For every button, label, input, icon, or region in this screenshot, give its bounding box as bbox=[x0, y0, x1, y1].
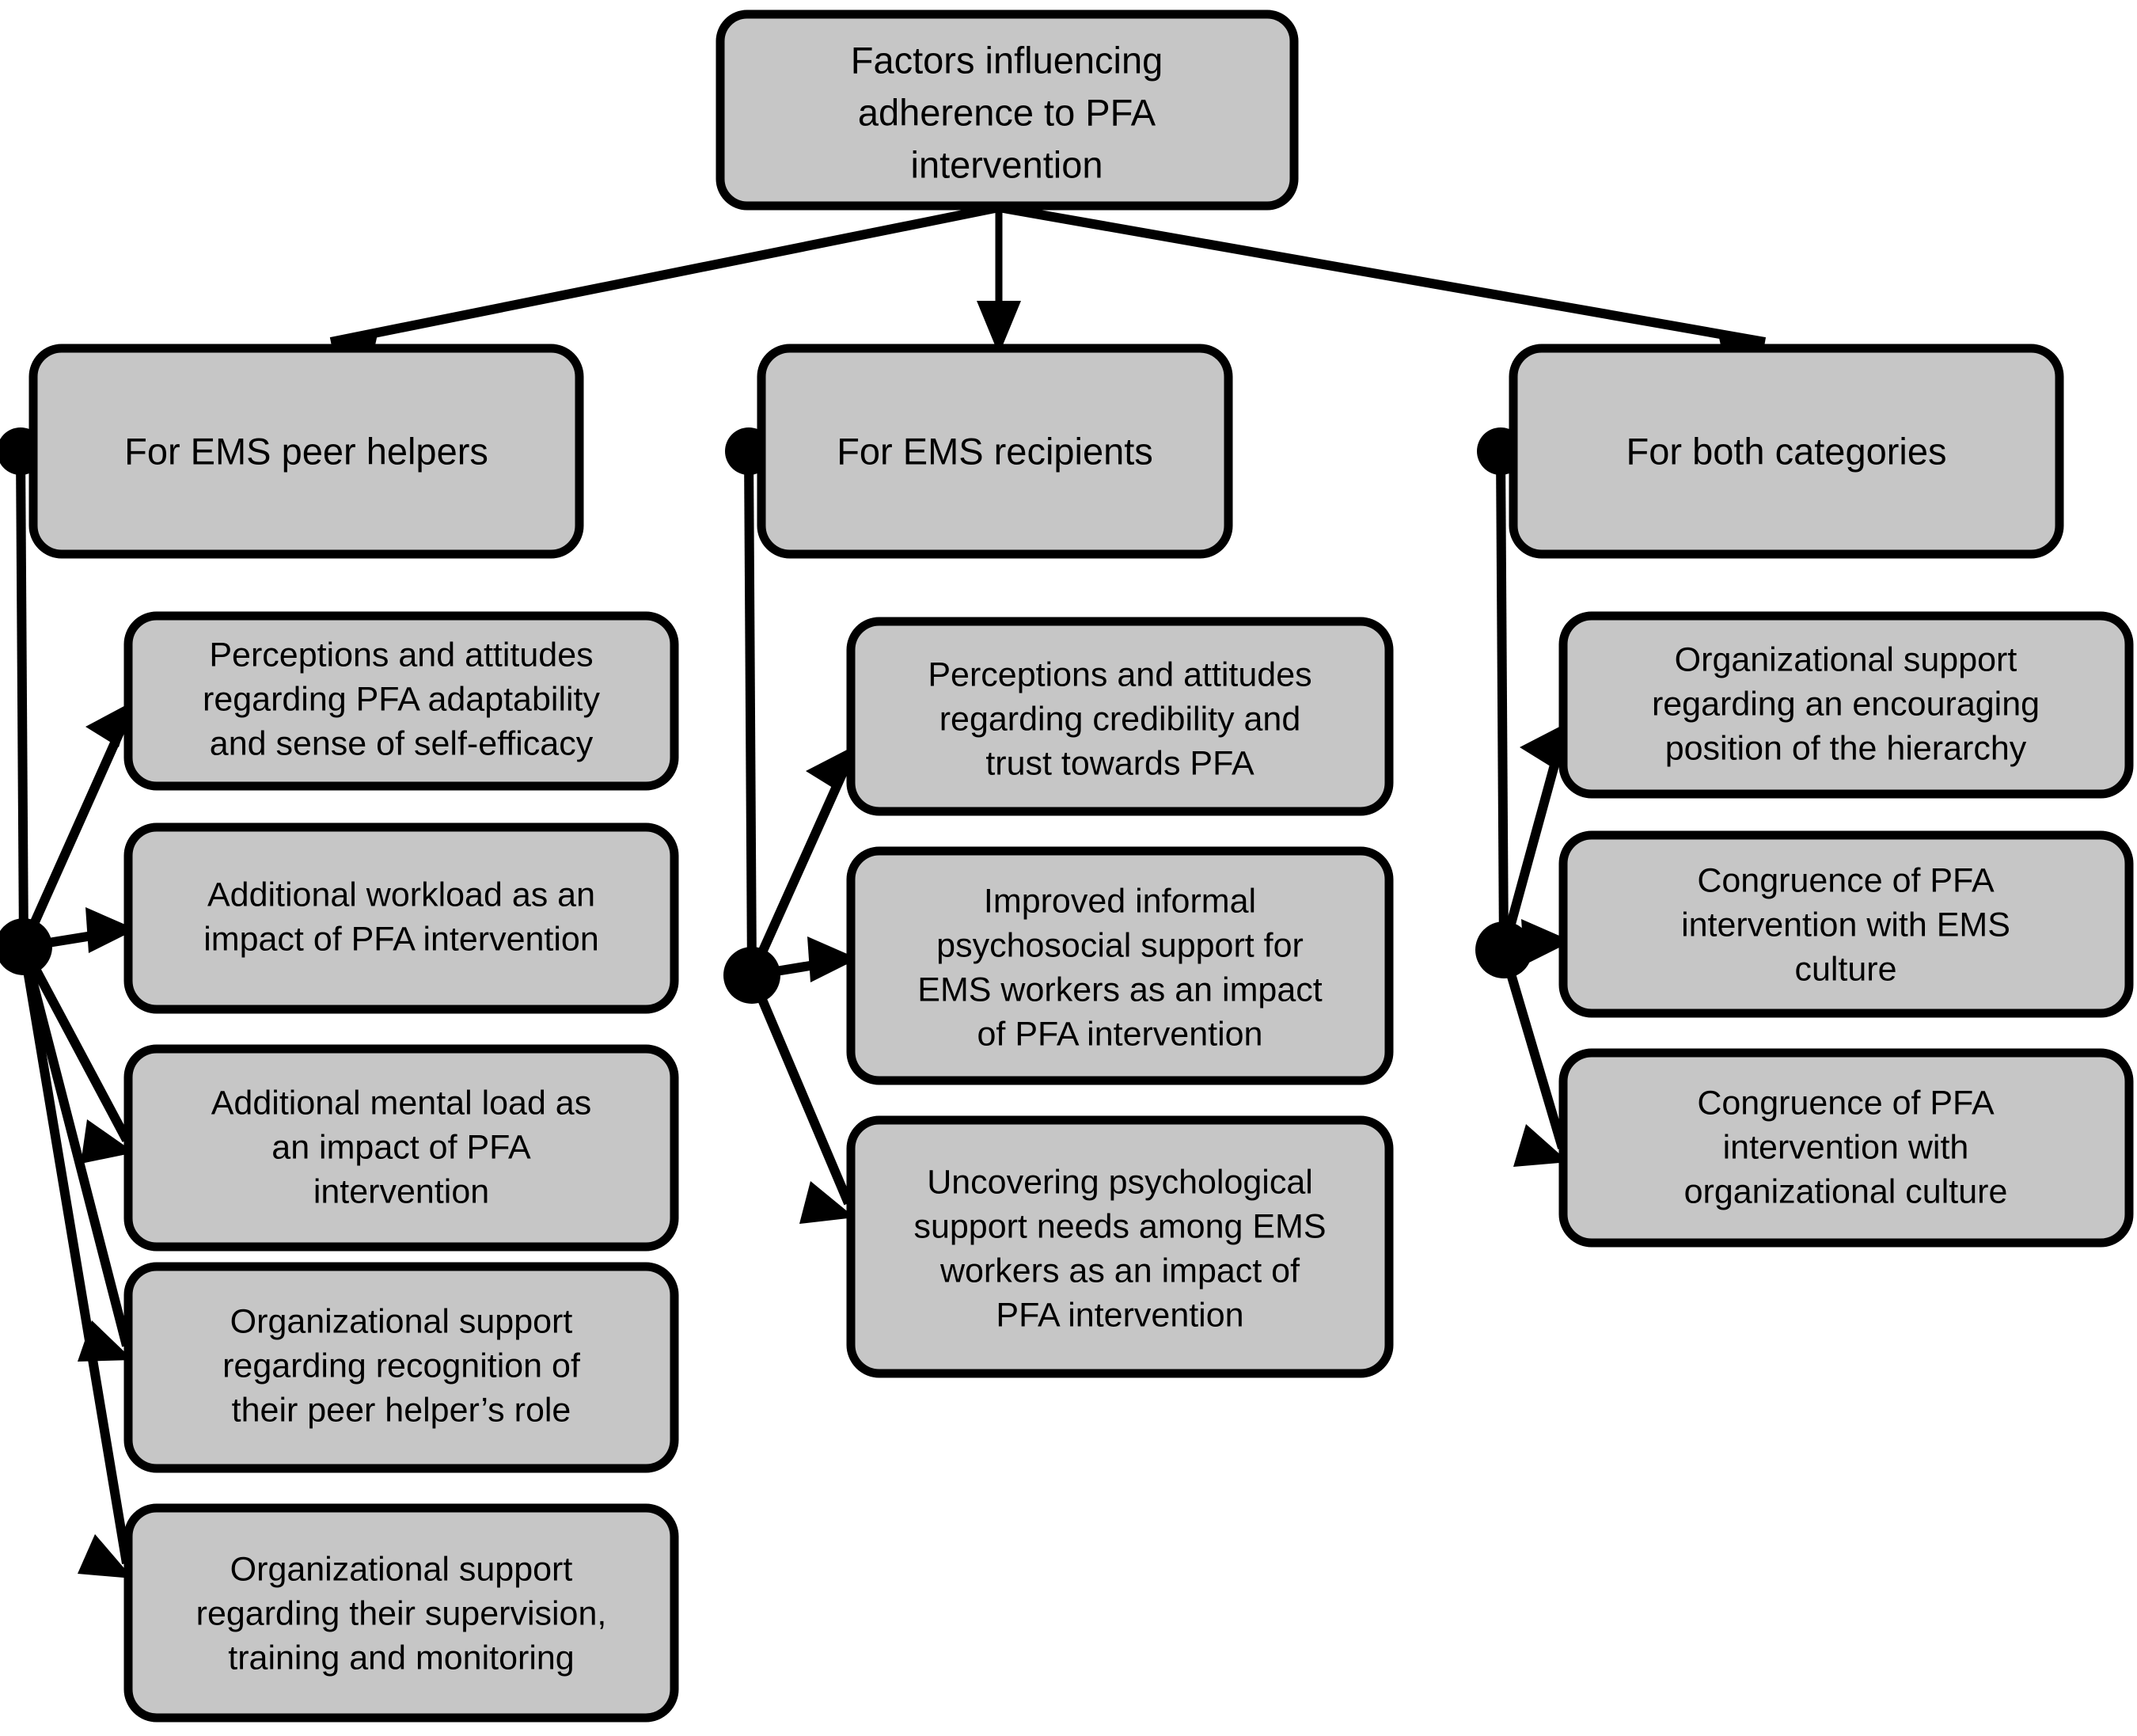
arrowhead-cat3-leaf1 bbox=[1520, 722, 1569, 768]
arrowhead-cat1-leaf3 bbox=[81, 1119, 135, 1164]
edge-root-to-cat3 bbox=[997, 203, 1767, 347]
leaf-1-1-box[interactable] bbox=[123, 611, 679, 791]
leaf-3-2-line-1: Congruence of PFA bbox=[1697, 861, 1995, 899]
leaf-2-2-line-2: psychosocial support for bbox=[936, 926, 1304, 964]
leaf-3-1-line-2: regarding an encouraging bbox=[1652, 685, 2040, 723]
leaf-2-3-line-2: support needs among EMS bbox=[913, 1207, 1326, 1245]
node-leaf-org-support-recognition[interactable]: Organizational support regarding recogni… bbox=[123, 1262, 679, 1473]
leaf-3-3-line-1: Congruence of PFA bbox=[1697, 1084, 1995, 1122]
node-leaf-org-support-supervision[interactable]: Organizational support regarding their s… bbox=[123, 1503, 679, 1723]
edge-cat1-leaf5 bbox=[19, 946, 131, 1564]
leaf-1-1-line-3: and sense of self-efficacy bbox=[210, 724, 594, 762]
node-root[interactable]: Factors influencing adherence to PFA int… bbox=[715, 9, 1299, 211]
node-leaf-improved-informal-support[interactable]: Improved informal psychosocial support f… bbox=[846, 846, 1394, 1085]
leaf-3-2-line-2: intervention with EMS bbox=[1681, 906, 2010, 944]
leaf-1-4-box[interactable] bbox=[123, 1262, 679, 1473]
arrowhead-cat1-leaf5 bbox=[78, 1534, 133, 1578]
node-cat-ems-recipients[interactable]: For EMS recipients bbox=[757, 344, 1233, 559]
leaf-3-3-line-2: intervention with bbox=[1723, 1128, 1969, 1166]
node-leaf-congruence-ems-culture[interactable]: Congruence of PFA intervention with EMS … bbox=[1558, 830, 2134, 1018]
leaf-1-2-box[interactable] bbox=[123, 822, 679, 1014]
leaf-2-3-box[interactable] bbox=[846, 1115, 1394, 1378]
leaf-1-4-line-2: regarding recognition of bbox=[222, 1347, 581, 1385]
leaf-2-3-line-1: Uncovering psychological bbox=[927, 1163, 1313, 1201]
leaf-3-2-box[interactable] bbox=[1558, 830, 2134, 1018]
node-leaf-uncovering-needs[interactable]: Uncovering psychological support needs a… bbox=[846, 1115, 1394, 1378]
leaf-1-1-line-1: Perceptions and attitudes bbox=[209, 636, 593, 674]
node-leaf-perceptions-adaptability[interactable]: Perceptions and attitudes regarding PFA … bbox=[123, 611, 679, 791]
edge-cat3-spine bbox=[1496, 450, 1509, 951]
node-leaf-congruence-org-culture[interactable]: Congruence of PFA intervention with orga… bbox=[1558, 1048, 2134, 1248]
edge-cat1-leaf3 bbox=[19, 944, 131, 1142]
leaf-1-5-box[interactable] bbox=[123, 1503, 679, 1723]
arrowhead-root-to-cat2 bbox=[977, 301, 1021, 355]
root-box[interactable] bbox=[715, 9, 1299, 211]
leaf-1-1-line-2: regarding PFA adaptability bbox=[203, 680, 600, 718]
arrowhead-cat3-leaf3 bbox=[1513, 1124, 1569, 1167]
edge-cat2-leaf3 bbox=[747, 973, 853, 1206]
leaf-2-1-line-2: regarding credibility and bbox=[939, 700, 1301, 738]
root-label-line-3: intervention bbox=[911, 143, 1103, 185]
leaf-1-3-box[interactable] bbox=[123, 1044, 679, 1252]
node-cat-both-categories[interactable]: For both categories bbox=[1509, 344, 2064, 559]
leaf-1-5-line-3: training and monitoring bbox=[228, 1639, 574, 1677]
leaf-2-2-box[interactable] bbox=[846, 846, 1394, 1085]
leaf-3-1-box[interactable] bbox=[1558, 611, 2134, 799]
arrowhead-cat2-leaf1 bbox=[806, 746, 855, 792]
leaf-2-3-line-3: workers as an impact of bbox=[939, 1252, 1300, 1290]
node-cat-ems-peer-helpers[interactable]: For EMS peer helpers bbox=[28, 344, 584, 559]
node-leaf-additional-workload[interactable]: Additional workload as an impact of PFA … bbox=[123, 822, 679, 1014]
cat1-label: For EMS peer helpers bbox=[124, 430, 488, 472]
leaf-1-3-line-1: Additional mental load as bbox=[211, 1084, 591, 1122]
leaf-1-5-line-1: Organizational support bbox=[230, 1550, 573, 1588]
edge-cat3-leaf3 bbox=[1499, 948, 1567, 1149]
cat2-label: For EMS recipients bbox=[837, 430, 1153, 472]
edge-cat1-spine bbox=[16, 450, 28, 948]
arrowhead-cat1-leaf1 bbox=[85, 701, 133, 747]
cat1-box[interactable] bbox=[28, 344, 584, 559]
leaf-1-2-line-2: impact of PFA intervention bbox=[203, 920, 599, 958]
root-label-line-2: adherence to PFA bbox=[858, 91, 1156, 133]
leaf-2-3-line-4: PFA intervention bbox=[996, 1296, 1243, 1334]
edge-cat3-leaf1 bbox=[1499, 735, 1567, 952]
arrowhead-cat1-leaf2 bbox=[85, 907, 136, 953]
leaf-2-1-line-3: trust towards PFA bbox=[985, 744, 1254, 782]
edge-cat2-leaf1 bbox=[747, 758, 853, 978]
leaf-3-1-line-3: position of the hierarchy bbox=[1665, 729, 2027, 767]
arrowhead-cat3-leaf2 bbox=[1521, 919, 1572, 965]
leaf-3-1-line-1: Organizational support bbox=[1675, 640, 2017, 678]
edge-cat1-leaf4 bbox=[19, 945, 131, 1347]
leaf-2-2-line-3: EMS workers as an impact bbox=[917, 971, 1322, 1009]
leaf-2-1-box[interactable] bbox=[846, 617, 1394, 816]
leaf-1-3-line-2: an impact of PFA bbox=[271, 1128, 531, 1166]
node-leaf-additional-mental-load[interactable]: Additional mental load as an impact of P… bbox=[123, 1044, 679, 1252]
leaf-3-3-box[interactable] bbox=[1558, 1048, 2134, 1248]
cat3-box[interactable] bbox=[1509, 344, 2064, 559]
leaf-2-1-line-1: Perceptions and attitudes bbox=[928, 655, 1311, 693]
leaf-1-4-line-3: their peer helper’s role bbox=[232, 1391, 571, 1429]
leaf-2-2-line-4: of PFA intervention bbox=[977, 1015, 1263, 1053]
root-label-line-1: Factors influencing bbox=[851, 39, 1163, 81]
leaf-1-4-line-1: Organizational support bbox=[230, 1302, 573, 1340]
leaf-3-2-line-3: culture bbox=[1794, 950, 1896, 988]
cat3-label: For both categories bbox=[1626, 430, 1947, 472]
node-leaf-perceptions-credibility[interactable]: Perceptions and attitudes regarding cred… bbox=[846, 617, 1394, 816]
edge-root-to-cat1 bbox=[329, 203, 1000, 347]
leaf-1-5-line-2: regarding their supervision, bbox=[196, 1594, 607, 1632]
node-leaf-org-support-hierarchy[interactable]: Organizational support regarding an enco… bbox=[1558, 611, 2134, 799]
column1-edges bbox=[0, 427, 136, 1578]
column3-edges bbox=[1475, 427, 1572, 1167]
arrowhead-cat2-leaf3 bbox=[799, 1181, 855, 1224]
arrowhead-cat2-leaf2 bbox=[807, 936, 858, 982]
leaf-2-2-line-1: Improved informal bbox=[984, 882, 1256, 920]
leaf-3-3-line-3: organizational culture bbox=[1684, 1172, 2008, 1210]
edge-cat1-leaf1 bbox=[19, 714, 131, 949]
connector-layer bbox=[0, 203, 1767, 1578]
leaf-1-3-line-3: intervention bbox=[313, 1172, 489, 1210]
cat2-box[interactable] bbox=[757, 344, 1233, 559]
leaf-1-2-line-1: Additional workload as an bbox=[207, 876, 595, 914]
edge-cat2-spine bbox=[744, 450, 757, 976]
